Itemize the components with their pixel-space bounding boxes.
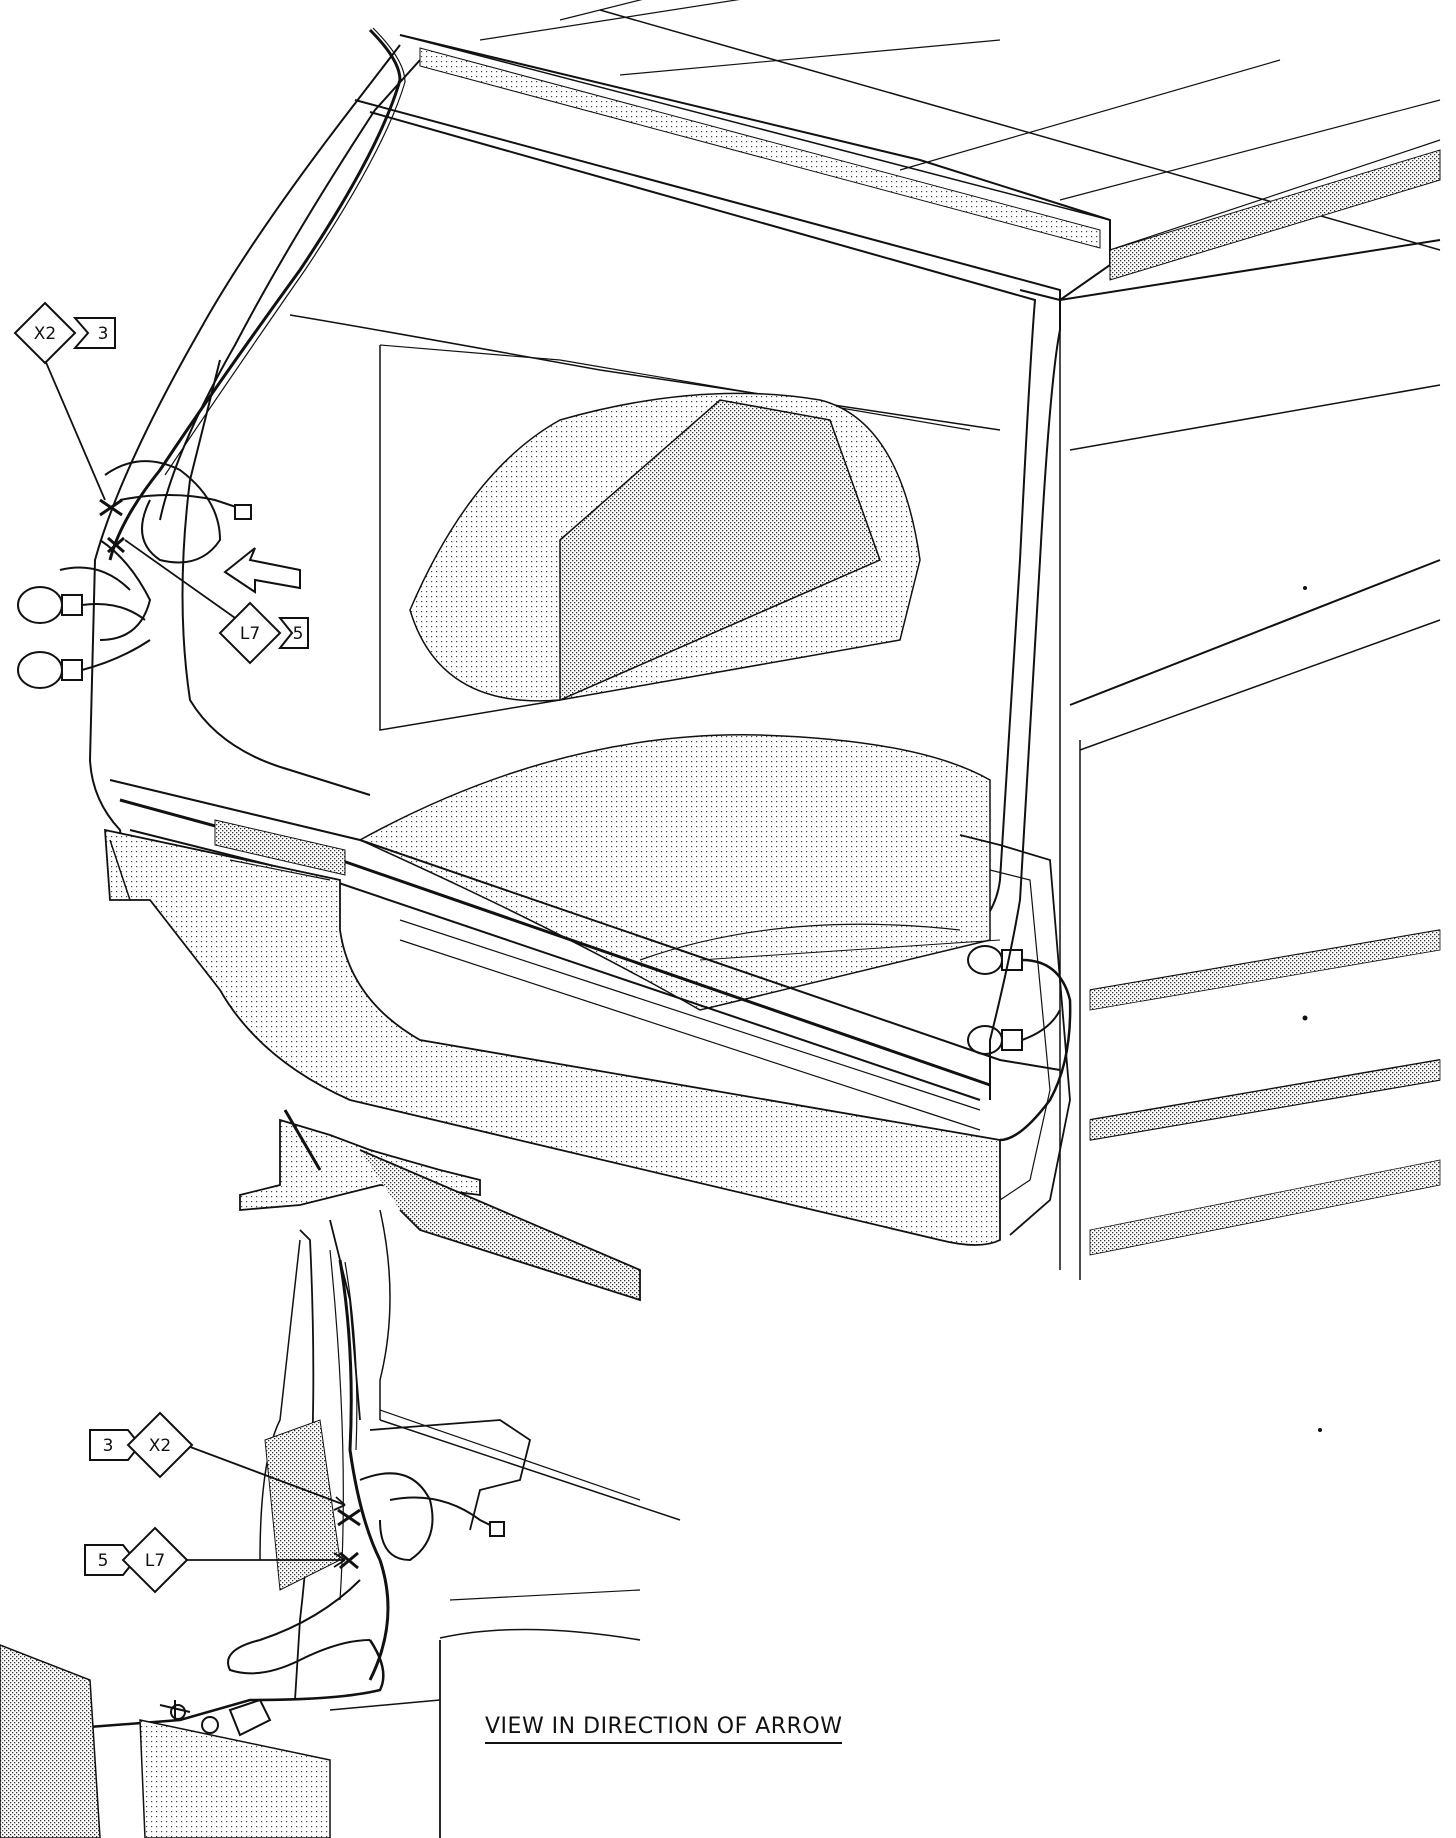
lower-x2-code: X2 (149, 1436, 171, 1456)
lower-x2-num: 3 (103, 1436, 114, 1456)
inset-view (0, 1109, 681, 1838)
upper-x2-num: 3 (98, 324, 109, 344)
lower-l7-code: L7 (145, 1551, 165, 1571)
lower-callout-x2: 3 X2 (89, 1411, 194, 1479)
upper-l7-code: L7 (240, 624, 260, 644)
right-lamp-harness (967, 945, 1072, 1142)
upper-lamp-harness (17, 27, 406, 689)
vehicle-rear-body (88, 0, 1441, 1280)
inset-caption: VIEW IN DIRECTION OF ARROW (485, 1714, 843, 1744)
upper-x2-code: X2 (34, 324, 56, 344)
lower-callout-leaders (184, 1444, 361, 1570)
upper-l7-num: 5 (293, 624, 304, 644)
upper-callout-leaders (44, 359, 246, 626)
upper-callout-x2: X2 3 (13, 301, 116, 365)
lower-l7-num: 5 (98, 1551, 109, 1571)
stray-marks (1302, 586, 1322, 1432)
upper-callout-l7: L7 5 (218, 601, 309, 665)
direction-arrow-icon (223, 547, 301, 594)
lower-callout-l7: 5 L7 (84, 1526, 189, 1594)
